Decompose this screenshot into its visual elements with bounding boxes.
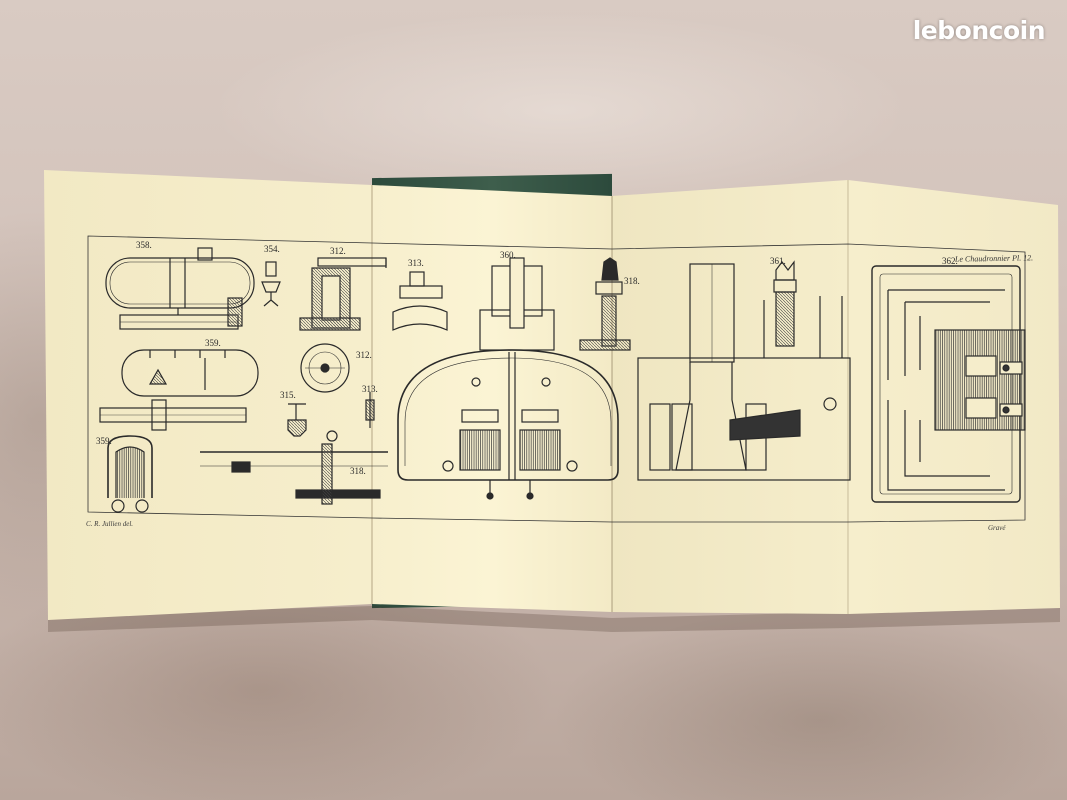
figure-312-lower-drawing: [300, 343, 350, 393]
engraver-credit: Gravé: [988, 524, 1006, 532]
figure-label: 315.: [280, 390, 296, 400]
figure-313-drawing: [392, 271, 448, 331]
plate-panel-1: [44, 170, 372, 620]
plate-shadow: [48, 606, 1060, 632]
figure-label: 318.: [350, 466, 366, 476]
figure-359-drawing: [121, 349, 259, 397]
draughtsman-credit: C. R. Jullien del.: [86, 520, 134, 528]
plate-panel-3: [612, 180, 848, 614]
figure-label: 358.: [136, 240, 152, 250]
figure-label: 362.: [942, 256, 958, 266]
figure-label: 313.: [362, 384, 378, 394]
figure-label: 359.: [205, 338, 221, 348]
figure-label: 318.: [624, 276, 640, 286]
figure-label: 354.: [264, 244, 280, 254]
figure-360-drawing: [397, 257, 619, 500]
figure-label: 359.: [96, 436, 112, 446]
figure-label: 312.: [356, 350, 372, 360]
figure-358-drawing: [105, 247, 255, 330]
figure-313-small-drawing: [365, 392, 375, 428]
figure-label: 313.: [408, 258, 424, 268]
figure-318-lever-drawing: [200, 430, 388, 505]
plate-panel-2: [372, 185, 612, 612]
figure-label: 361.: [770, 256, 786, 266]
engravings: [99, 247, 1026, 513]
pipe-drawing: [99, 399, 247, 431]
plate-header: Le Chaudronnier Pl. 12.: [954, 253, 1034, 264]
leboncoin-watermark: leboncoin: [912, 16, 1046, 45]
figure-label: 360.: [500, 250, 516, 260]
figure-359-lower-drawing: [107, 435, 153, 513]
figure-315-drawing: [287, 403, 307, 437]
figure-361-drawing: [637, 260, 851, 481]
figure-312-upper-drawing: [299, 257, 387, 331]
figure-362-drawing: [871, 265, 1026, 503]
figure-354-drawing: [261, 261, 281, 307]
figure-318-valve-drawing: [579, 257, 631, 351]
figure-label: 312.: [330, 246, 346, 256]
plate-border: [87, 235, 1026, 523]
